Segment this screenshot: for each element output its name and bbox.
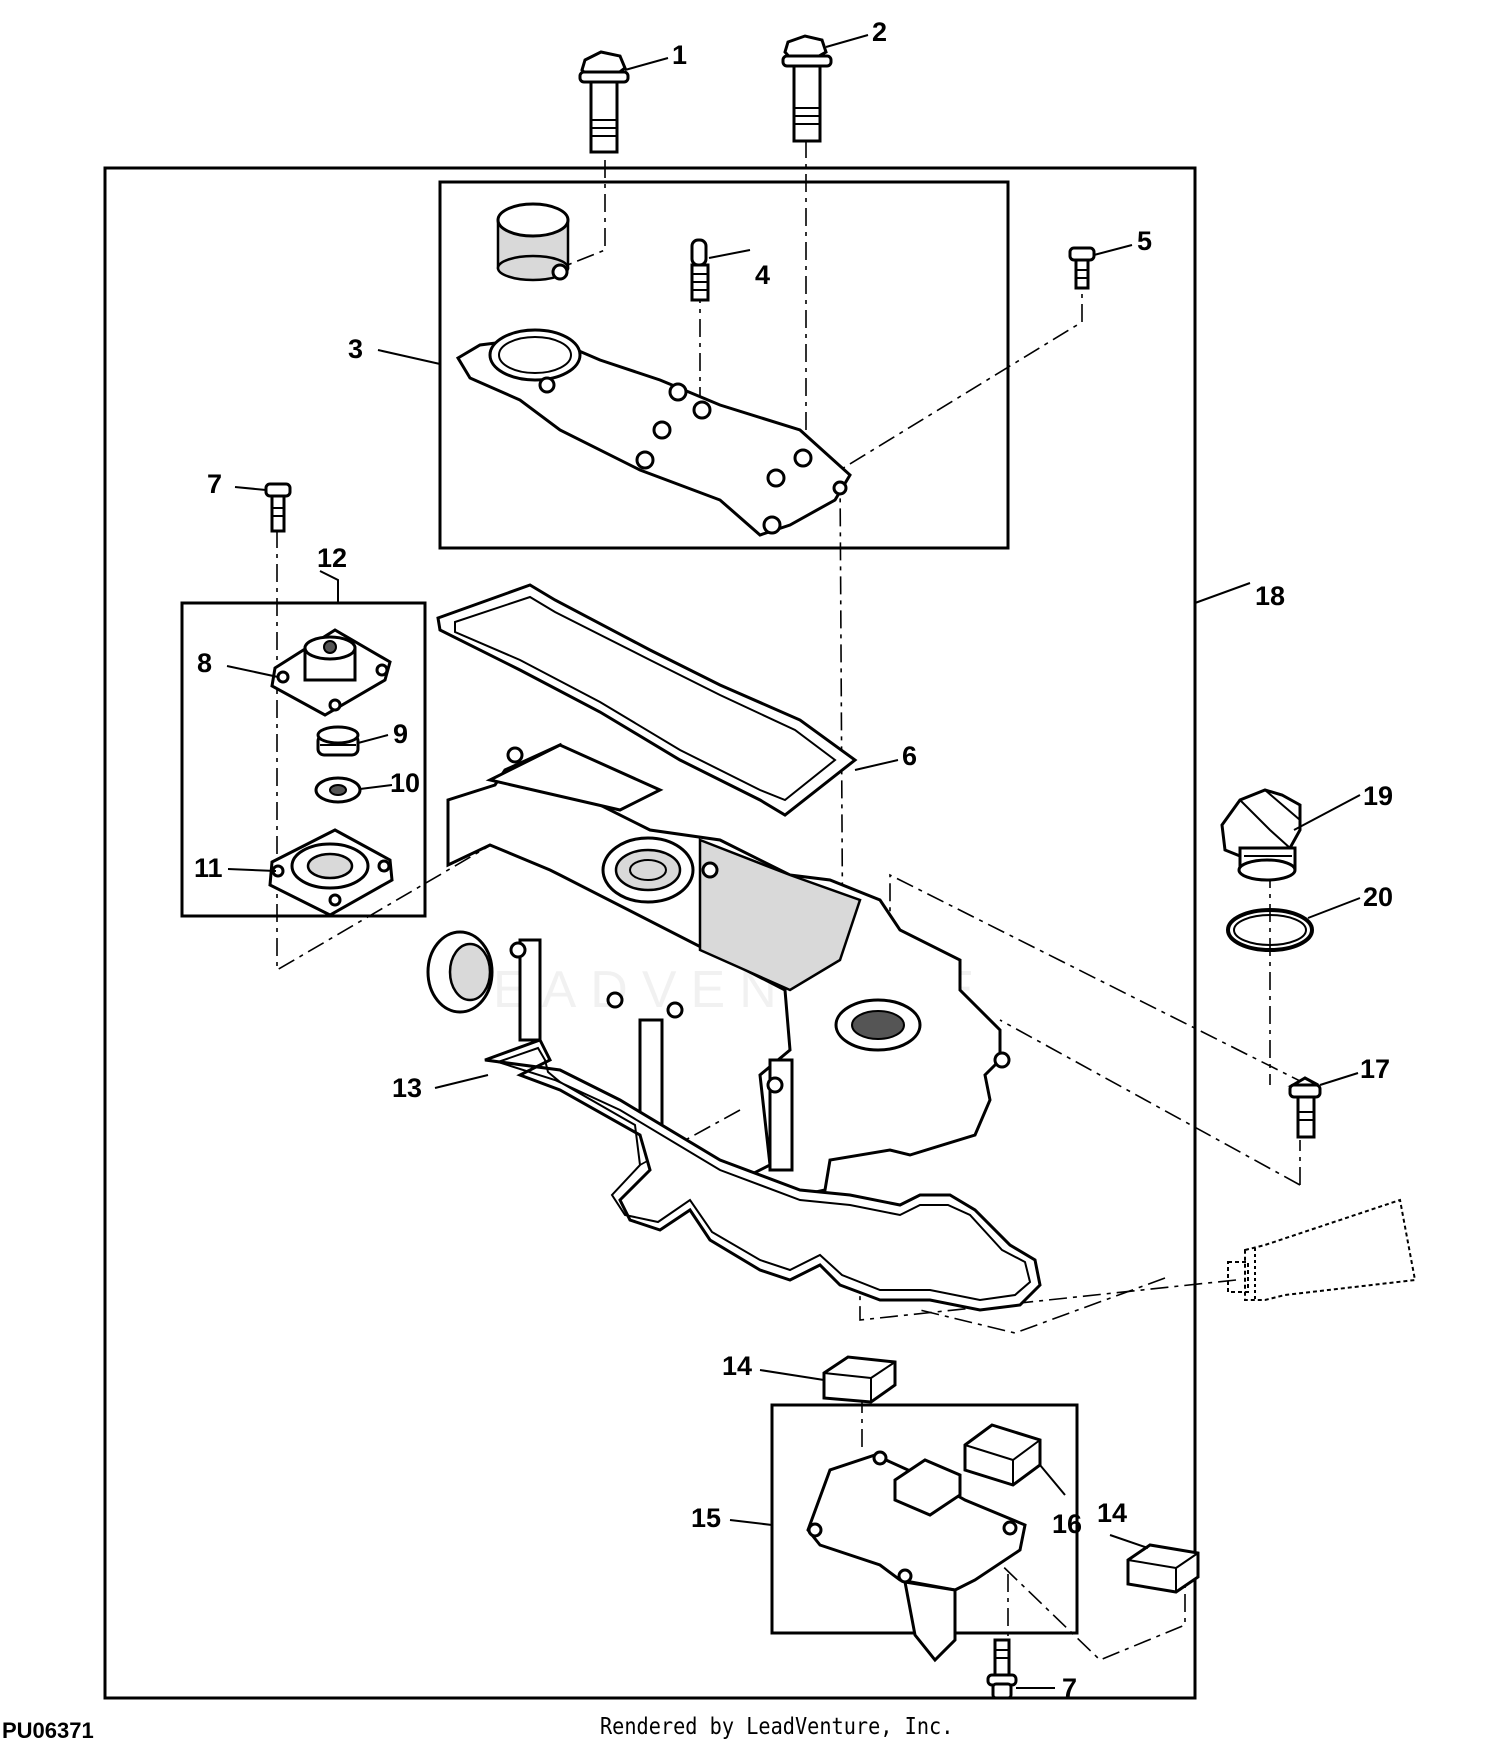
figure-id: PU06371 xyxy=(2,1718,94,1743)
callout-17: 17 xyxy=(1360,1054,1390,1084)
rocker-cover-frame-3 xyxy=(438,180,1010,550)
washer-part-10 xyxy=(314,776,362,804)
breather-base-part-11 xyxy=(268,828,394,917)
gasket-part-6 xyxy=(436,583,858,817)
callout-10: 10 xyxy=(390,768,420,798)
rocker-cover-part-13 xyxy=(426,742,1042,1312)
sealant-tube xyxy=(1227,1198,1417,1301)
callout-14-upper: 14 xyxy=(722,1351,752,1381)
render-credit: Rendered by LeadVenture, Inc. xyxy=(600,1714,954,1740)
callout-8: 8 xyxy=(197,648,212,678)
callout-19: 19 xyxy=(1363,781,1393,811)
callout-15: 15 xyxy=(691,1503,721,1533)
bolt-part-1 xyxy=(578,50,630,154)
callout-4: 4 xyxy=(755,260,770,290)
screw-part-7-lower xyxy=(986,1638,1018,1700)
o-ring-part-20 xyxy=(1226,908,1314,952)
rocker-cover-plate-part-3 xyxy=(455,202,852,537)
callout-2: 2 xyxy=(872,17,887,47)
callout-7-lower: 7 xyxy=(1062,1673,1077,1703)
stud-part-4 xyxy=(690,238,710,302)
callout-16: 16 xyxy=(1052,1509,1082,1539)
callout-11: 11 xyxy=(194,853,223,883)
callout-14-lower: 14 xyxy=(1097,1498,1127,1528)
callout-6: 6 xyxy=(902,741,917,771)
callout-labels: 1 2 3 4 5 6 7 7 8 9 10 11 12 13 14 14 15… xyxy=(194,17,1393,1703)
bolt-part-17 xyxy=(1287,1076,1322,1139)
callout-20: 20 xyxy=(1363,882,1393,912)
bolt-part-2 xyxy=(781,34,833,143)
oil-fill-cap-part-19 xyxy=(1220,788,1302,882)
baffle-part-15 xyxy=(806,1450,1027,1663)
callout-18: 18 xyxy=(1255,581,1285,611)
callout-7-upper: 7 xyxy=(207,469,222,499)
callout-9: 9 xyxy=(393,719,408,749)
block-part-16 xyxy=(963,1423,1042,1487)
leader-lines xyxy=(226,34,1361,1689)
block-part-14-upper xyxy=(822,1355,897,1404)
breather-cover-part-8 xyxy=(270,628,392,717)
breather-frame-12 xyxy=(180,601,427,918)
callout-1: 1 xyxy=(672,40,687,70)
spring-part-9 xyxy=(316,725,360,757)
assembly-frame-18 xyxy=(103,166,1197,1700)
screw-part-5 xyxy=(1068,246,1096,290)
callout-13: 13 xyxy=(392,1073,422,1103)
callout-3: 3 xyxy=(348,334,363,364)
screw-part-7-upper xyxy=(264,482,292,533)
callout-5: 5 xyxy=(1137,226,1152,256)
callout-12: 12 xyxy=(317,543,347,573)
block-part-14-lower xyxy=(1126,1543,1200,1594)
